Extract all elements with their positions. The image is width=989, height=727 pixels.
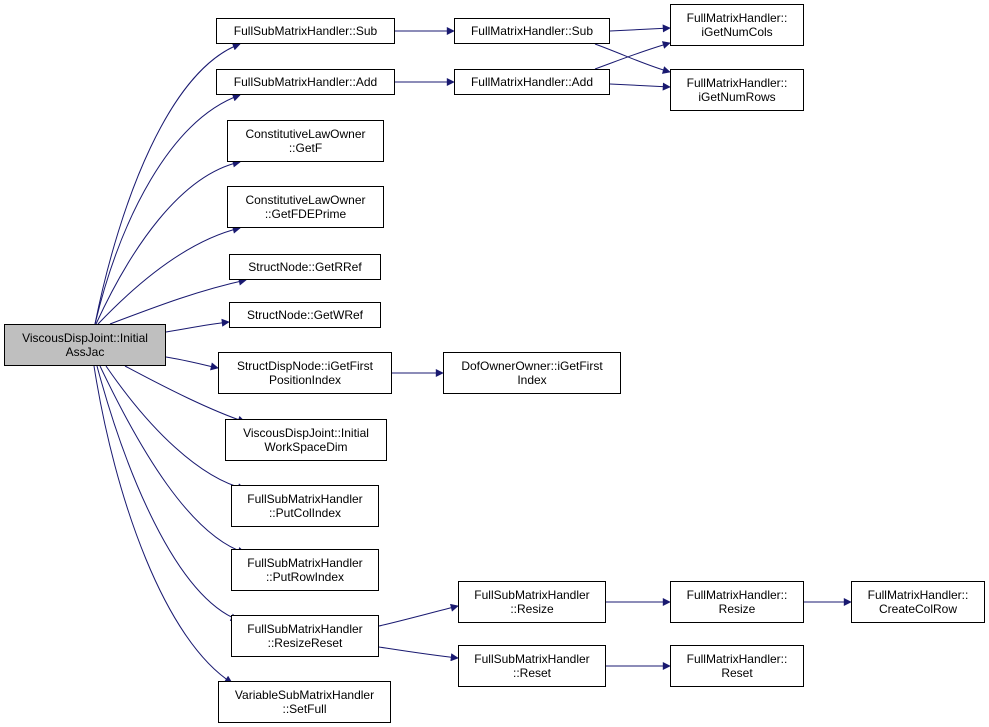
node-fsm-resizereset-line2: ::ResizeReset	[267, 636, 343, 650]
node-sdn-getfirst-line1: StructDispNode::iGetFirst	[236, 359, 374, 373]
node-sn-getrref[interactable]: StructNode::GetRRef	[229, 254, 381, 280]
node-fsm-add-label: FullSubMatrixHandler::Add	[233, 75, 378, 89]
node-clo-getf[interactable]: ConstitutiveLawOwner ::GetF	[227, 120, 384, 162]
node-fm-reset-line1: FullMatrixHandler::	[686, 652, 788, 666]
node-fm-getnumrows-line2: iGetNumRows	[698, 90, 776, 104]
node-fm-reset[interactable]: FullMatrixHandler:: Reset	[670, 645, 804, 687]
edge-root-to-clo-getfdeprime	[97, 225, 241, 325]
edge-fsm-resizereset-to-fsm-reset	[378, 646, 459, 662]
node-fsm-putrow-line2: ::PutRowIndex	[265, 570, 345, 584]
edge-root-to-sdn-getfirst	[165, 356, 219, 371]
node-clo-getfdeprime-line1: ConstitutiveLawOwner	[245, 193, 366, 207]
edge-root-to-fsm-sub	[94, 42, 241, 325]
node-fsm-putcol-line1: FullSubMatrixHandler	[247, 492, 363, 506]
edge-fm-add-to-fm-getnumrows	[609, 82, 671, 91]
node-sdn-getfirst-line2: PositionIndex	[268, 373, 342, 387]
edge-fm-add-to-fm-getnumcols	[594, 41, 671, 70]
node-sdn-getfirst[interactable]: StructDispNode::iGetFirst PositionIndex	[218, 352, 392, 394]
edge-fsm-resizereset-to-fsm-resize	[378, 603, 459, 627]
node-vdj-workspace-line1: ViscousDispJoint::Initial	[243, 426, 369, 440]
node-fsm-resizereset-line1: FullSubMatrixHandler	[247, 622, 363, 636]
node-clo-getf-line2: ::GetF	[288, 141, 323, 155]
edge-root-to-vsm-setfull	[93, 365, 233, 684]
node-fsm-reset[interactable]: FullSubMatrixHandler ::Reset	[458, 645, 606, 687]
node-fm-resize-line1: FullMatrixHandler::	[686, 588, 788, 602]
node-fm-sub[interactable]: FullMatrixHandler::Sub	[454, 18, 610, 44]
node-fm-createcolrow-line1: FullMatrixHandler::	[867, 588, 969, 602]
node-fsm-sub-label: FullSubMatrixHandler::Sub	[233, 24, 378, 38]
node-fsm-sub[interactable]: FullSubMatrixHandler::Sub	[216, 18, 395, 44]
node-fsm-resize-line1: FullSubMatrixHandler	[474, 588, 590, 602]
edge-root-to-fsm-add	[94, 93, 241, 325]
node-vsm-setfull[interactable]: VariableSubMatrixHandler ::SetFull	[218, 681, 391, 723]
node-fsm-resizereset[interactable]: FullSubMatrixHandler ::ResizeReset	[231, 615, 379, 657]
node-doo-getfirst[interactable]: DofOwnerOwner::iGetFirst Index	[443, 352, 621, 394]
node-clo-getfdeprime-line2: ::GetFDEPrime	[264, 207, 347, 221]
node-fm-add-label: FullMatrixHandler::Add	[470, 75, 594, 89]
node-vdj-workspace-line2: WorkSpaceDim	[264, 440, 348, 454]
node-fm-getnumcols[interactable]: FullMatrixHandler:: iGetNumCols	[670, 4, 804, 46]
node-fm-createcolrow-line2: CreateColRow	[878, 602, 958, 616]
node-fsm-putcol[interactable]: FullSubMatrixHandler ::PutColIndex	[231, 485, 379, 527]
node-clo-getfdeprime[interactable]: ConstitutiveLawOwner ::GetFDEPrime	[227, 186, 384, 228]
node-fsm-add[interactable]: FullSubMatrixHandler::Add	[216, 69, 395, 95]
edge-root-to-sn-getwref	[165, 318, 230, 333]
edge-root-to-clo-getf	[95, 159, 241, 325]
node-fsm-reset-line2: ::Reset	[512, 666, 551, 680]
edge-root-to-sn-getrref	[109, 277, 247, 325]
node-fm-createcolrow[interactable]: FullMatrixHandler:: CreateColRow	[851, 581, 985, 623]
node-sn-getrref-label: StructNode::GetRRef	[248, 260, 362, 274]
node-fsm-putrow[interactable]: FullSubMatrixHandler ::PutRowIndex	[231, 549, 379, 591]
node-vsm-setfull-line1: VariableSubMatrixHandler	[234, 688, 375, 702]
node-vsm-setfull-line2: ::SetFull	[282, 702, 327, 716]
node-fm-getnumrows-line1: FullMatrixHandler::	[686, 76, 788, 90]
node-fm-getnumrows[interactable]: FullMatrixHandler:: iGetNumRows	[670, 69, 804, 111]
node-fm-sub-label: FullMatrixHandler::Sub	[470, 24, 594, 38]
node-fm-resize-line2: Resize	[718, 602, 756, 616]
node-root-line1: ViscousDispJoint::Initial	[22, 331, 148, 345]
node-fm-getnumcols-line2: iGetNumCols	[701, 25, 773, 39]
edge-root-to-fsm-resizereset	[96, 365, 239, 622]
edge-fm-sub-to-fm-getnumcols	[609, 24, 671, 33]
node-fsm-putrow-line1: FullSubMatrixHandler	[247, 556, 363, 570]
node-fsm-resize[interactable]: FullSubMatrixHandler ::Resize	[458, 581, 606, 623]
node-fsm-resize-line2: ::Resize	[510, 602, 554, 616]
node-root-line2: AssJac	[65, 345, 105, 359]
edge-root-to-fsm-putrow	[99, 365, 246, 555]
edge-fm-sub-to-fm-getnumrows	[594, 43, 671, 74]
node-fsm-putcol-line2: ::PutColIndex	[268, 506, 342, 520]
node-fm-add[interactable]: FullMatrixHandler::Add	[454, 69, 610, 95]
node-fm-getnumcols-line1: FullMatrixHandler::	[686, 11, 788, 25]
node-doo-getfirst-line1: DofOwnerOwner::iGetFirst	[461, 359, 603, 373]
node-sn-getwref-label: StructNode::GetWRef	[246, 308, 364, 322]
node-fsm-reset-line1: FullSubMatrixHandler	[474, 652, 590, 666]
node-doo-getfirst-line2: Index	[517, 373, 547, 387]
node-fm-reset-line2: Reset	[721, 666, 753, 680]
node-root: ViscousDispJoint::Initial AssJac	[4, 324, 166, 366]
edge-root-to-fsm-putcol	[105, 365, 246, 492]
node-clo-getf-line1: ConstitutiveLawOwner	[245, 127, 366, 141]
node-vdj-workspace[interactable]: ViscousDispJoint::Initial WorkSpaceDim	[225, 419, 387, 461]
edge-root-to-vdj-workspace	[124, 365, 246, 424]
node-fm-resize[interactable]: FullMatrixHandler:: Resize	[670, 581, 804, 623]
node-sn-getwref[interactable]: StructNode::GetWRef	[229, 302, 381, 328]
